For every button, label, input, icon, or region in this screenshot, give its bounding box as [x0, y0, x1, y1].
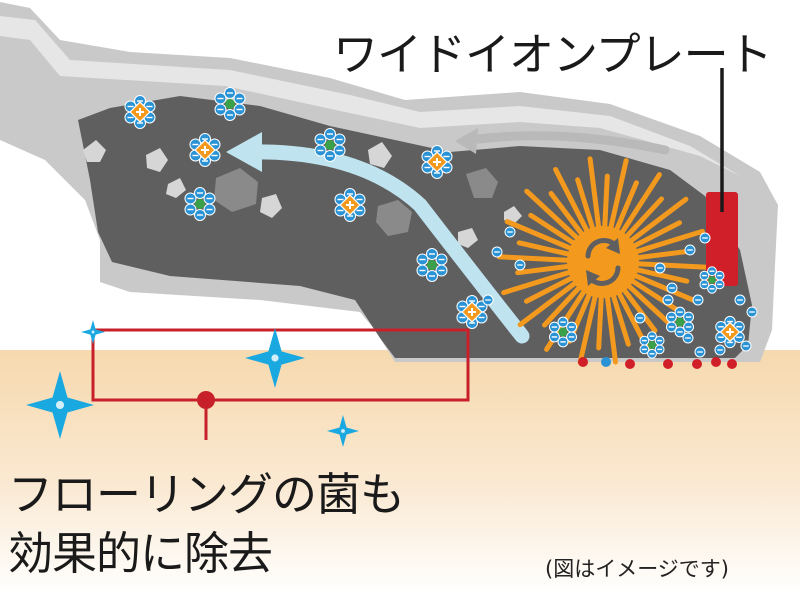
- contact-dot: [711, 357, 721, 367]
- ion-cluster-icon: [189, 133, 221, 167]
- rotating-brush-core: [567, 226, 639, 298]
- floor-callout-dot: [197, 391, 215, 409]
- ion-cluster-icon: [665, 306, 695, 338]
- sparkle-icon: [26, 371, 94, 439]
- sparkle-icon: [245, 328, 305, 388]
- floor-surface: [0, 350, 800, 595]
- ion-cluster-icon: [548, 316, 578, 348]
- contact-dot: [625, 359, 635, 369]
- ion-cluster-icon: [124, 95, 156, 129]
- airflow-arrow-main-head: [226, 132, 262, 172]
- wide-ion-plate: [706, 192, 738, 286]
- sparkle-icon: [81, 320, 105, 344]
- ion-cluster-icon: [214, 87, 246, 121]
- dust-particles: [83, 140, 522, 248]
- ion-cluster-icon: [639, 331, 665, 359]
- airflow-arrow-upper-head: [455, 128, 478, 154]
- contact-dot: [663, 359, 673, 369]
- contact-dot: [578, 357, 588, 367]
- ion-cluster-icon: [184, 187, 216, 221]
- image-note: (図はイメージです): [545, 557, 729, 581]
- airflow-arrow-main: [242, 144, 530, 344]
- ion-cluster-icon: [334, 188, 366, 222]
- caption-line1: フローリングの菌も: [8, 468, 405, 521]
- contact-dot: [692, 359, 702, 369]
- contact-dot: [727, 359, 737, 369]
- plate-label: ワイドイオンプレート: [333, 28, 773, 81]
- sparkle-icon: [327, 415, 359, 447]
- ion-cluster-icon: [416, 248, 448, 282]
- ion-cluster-icon: [699, 266, 725, 294]
- ion-cluster-icon: [314, 128, 346, 162]
- caption-line2: 効果的に除去: [8, 527, 273, 580]
- ion-cluster-icon: [715, 315, 745, 349]
- contact-dot: [601, 357, 611, 367]
- sparkles: [26, 320, 359, 447]
- floor-callout-box: [91, 328, 470, 402]
- ion-particles: [124, 87, 758, 359]
- ion-contact-dots: [578, 357, 737, 369]
- ion-cluster-icon: [421, 145, 453, 179]
- rotation-arrow-icon: [585, 238, 621, 286]
- airflow-arrow-upper: [465, 131, 670, 155]
- ion-cluster-icon: [456, 295, 488, 329]
